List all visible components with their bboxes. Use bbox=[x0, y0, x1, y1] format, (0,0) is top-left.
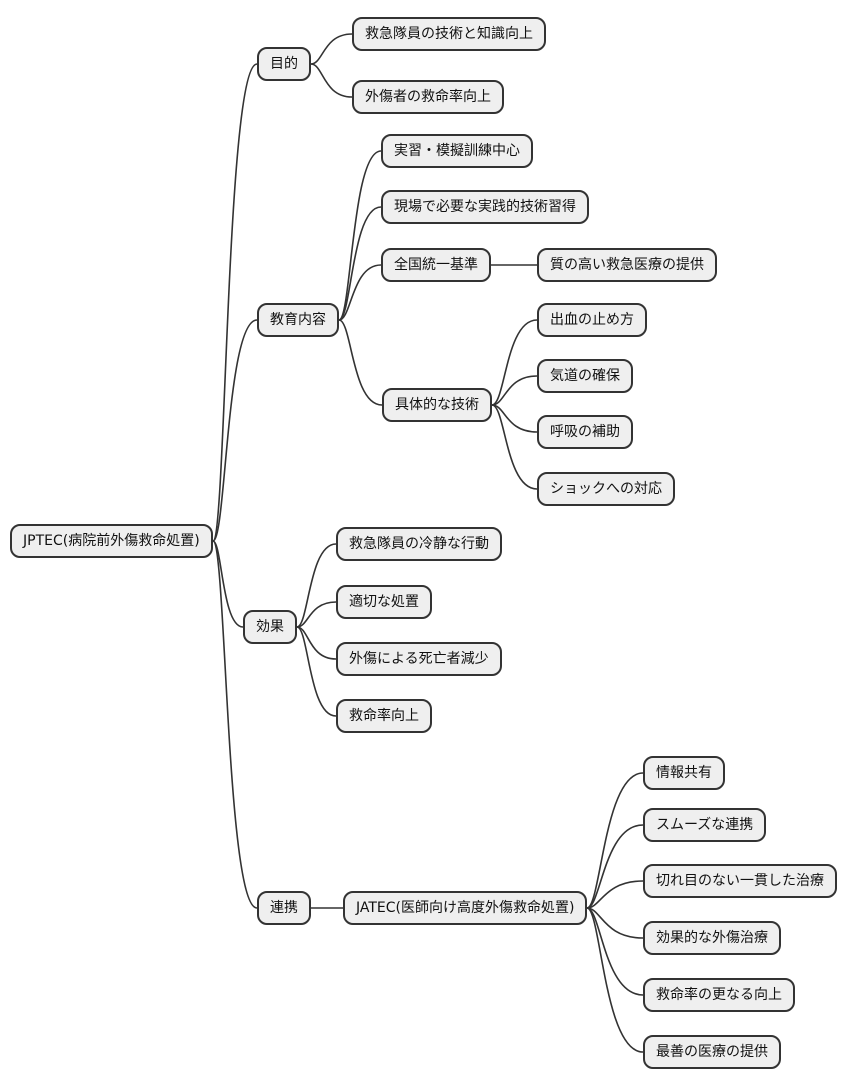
mindmap-node-e4d: ショックへの対応 bbox=[537, 472, 675, 506]
edge-root-to-effect bbox=[212, 540, 244, 628]
mindmap-node-e3: 全国統一基準 bbox=[381, 248, 491, 282]
mindmap-node-e4b: 気道の確保 bbox=[537, 359, 633, 393]
edge-e4-to-e4c bbox=[491, 404, 538, 433]
mindmap-node-coop: 連携 bbox=[257, 891, 311, 925]
mindmap-node-j4: 効果的な外傷治療 bbox=[643, 921, 781, 955]
edge-jatec-to-j3 bbox=[586, 880, 644, 909]
mindmap-node-j1: 情報共有 bbox=[643, 756, 725, 790]
mindmap-node-root: JPTEC(病院前外傷救命処置) bbox=[10, 524, 213, 558]
edge-effect-to-f4 bbox=[296, 626, 337, 717]
edge-edu-to-e2 bbox=[338, 206, 382, 321]
edge-jatec-to-j2 bbox=[586, 824, 644, 909]
edge-e4-to-e4b bbox=[491, 375, 538, 406]
mindmap-node-f1: 救急隊員の冷静な行動 bbox=[336, 527, 502, 561]
edge-effect-to-f2 bbox=[296, 601, 337, 628]
edge-jatec-to-j6 bbox=[586, 907, 644, 1053]
edge-jatec-to-j5 bbox=[586, 907, 644, 996]
mindmap-node-p2: 外傷者の救命率向上 bbox=[352, 80, 504, 114]
edge-edu-to-e3 bbox=[338, 264, 382, 321]
mindmap-node-j3: 切れ目のない一貫した治療 bbox=[643, 864, 837, 898]
mindmap-node-e2: 現場で必要な実践的技術習得 bbox=[381, 190, 589, 224]
edge-edu-to-e4 bbox=[338, 319, 383, 406]
edge-purpose-to-p1 bbox=[310, 33, 353, 65]
mindmap-node-jatec: JATEC(医師向け高度外傷救命処置) bbox=[343, 891, 588, 925]
mindmap-node-f3: 外傷による死亡者減少 bbox=[336, 642, 502, 676]
edge-root-to-coop bbox=[212, 540, 258, 909]
mindmap-node-e4: 具体的な技術 bbox=[382, 388, 492, 422]
mindmap-node-e4c: 呼吸の補助 bbox=[537, 415, 633, 449]
mindmap-node-f4: 救命率向上 bbox=[336, 699, 432, 733]
mindmap-node-p1: 救急隊員の技術と知識向上 bbox=[352, 17, 546, 51]
edge-effect-to-f3 bbox=[296, 626, 337, 660]
edge-purpose-to-p2 bbox=[310, 63, 353, 98]
mindmap-node-e4a: 出血の止め方 bbox=[537, 303, 647, 337]
edge-edu-to-e1 bbox=[338, 150, 382, 321]
edge-e4-to-e4a bbox=[491, 319, 538, 406]
edge-root-to-edu bbox=[212, 319, 258, 542]
edge-root-to-purpose bbox=[212, 63, 258, 542]
mindmap-node-j2: スムーズな連携 bbox=[643, 808, 767, 842]
mindmap-node-f2: 適切な処置 bbox=[336, 585, 432, 619]
mindmap-node-purpose: 目的 bbox=[257, 47, 311, 81]
mindmap-node-j6: 最善の医療の提供 bbox=[643, 1035, 781, 1069]
mindmap-node-e1: 実習・模擬訓練中心 bbox=[381, 134, 533, 168]
mindmap-node-j5: 救命率の更なる向上 bbox=[643, 978, 795, 1012]
edge-jatec-to-j1 bbox=[586, 772, 644, 909]
mindmap-node-e3a: 質の高い救急医療の提供 bbox=[537, 248, 717, 282]
edge-jatec-to-j4 bbox=[586, 907, 644, 939]
edge-effect-to-f1 bbox=[296, 543, 337, 628]
mindmap-node-edu: 教育内容 bbox=[257, 303, 339, 337]
mindmap-node-effect: 効果 bbox=[243, 610, 297, 644]
edge-e4-to-e4d bbox=[491, 404, 538, 490]
